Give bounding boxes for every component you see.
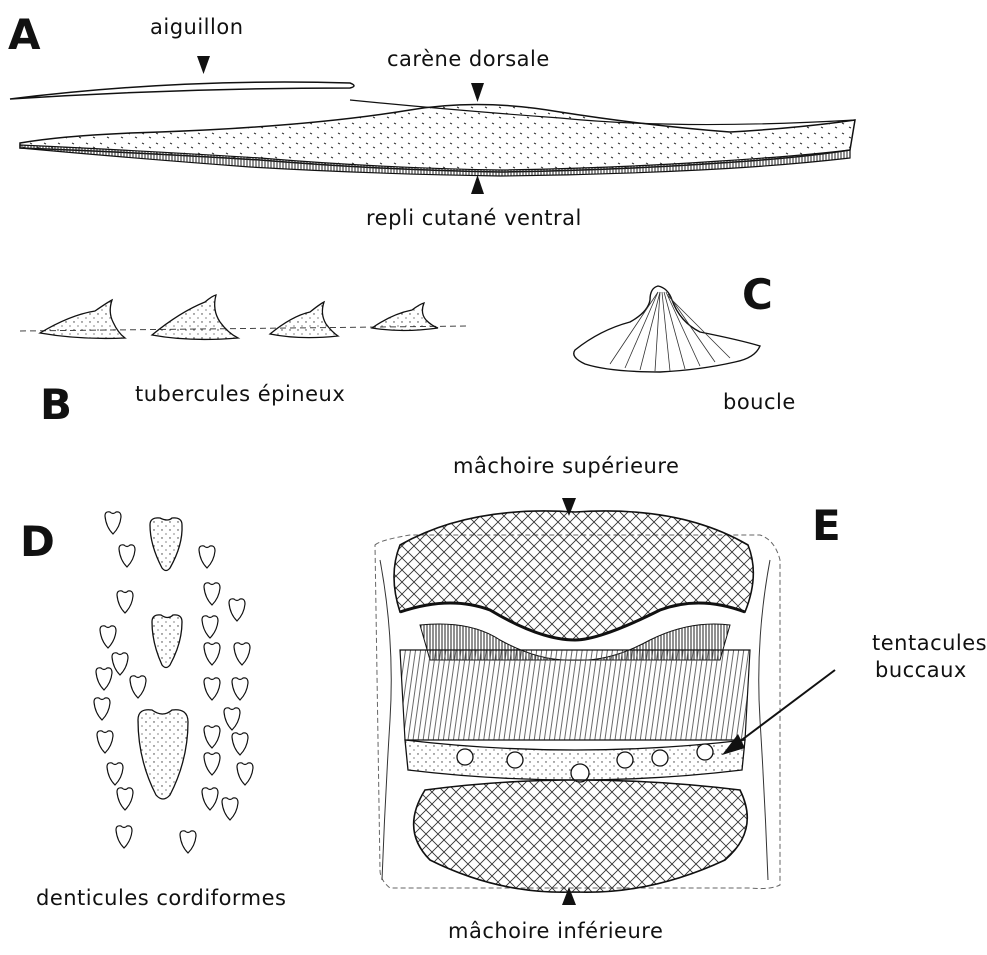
small-denticle — [232, 678, 248, 700]
label-buckle: boucle — [723, 392, 796, 413]
large-denticle-3 — [138, 710, 188, 799]
label-spine: aiguillon — [150, 17, 244, 38]
small-denticle — [204, 726, 220, 748]
small-denticle — [229, 599, 245, 621]
tubercle-3 — [270, 302, 338, 338]
spine-shape — [10, 82, 354, 99]
label-dorsal-keel: carène dorsale — [387, 49, 550, 70]
small-denticle — [180, 831, 196, 853]
label-heart-shaped-denticles: denticules cordiformes — [36, 888, 287, 909]
small-denticle — [130, 676, 146, 698]
small-denticle — [97, 731, 113, 753]
small-denticle — [117, 591, 133, 613]
small-denticle — [94, 698, 110, 720]
small-denticle — [204, 643, 220, 665]
small-denticle — [237, 763, 253, 785]
lower-jaw-shape — [414, 780, 748, 892]
label-oral-tentacles-line2: buccaux — [875, 660, 967, 681]
panel-label-b: B — [40, 384, 72, 426]
panel-label-d: D — [20, 521, 55, 563]
small-denticle — [100, 626, 116, 648]
label-spiny-tubercles: tubercules épineux — [135, 384, 345, 405]
small-denticle — [105, 512, 121, 534]
label-ventral-fold: repli cutané ventral — [366, 208, 582, 229]
panel-b-drawing — [20, 295, 470, 339]
small-denticle — [232, 733, 248, 755]
small-denticle — [202, 788, 218, 810]
dorsal-keel-arrow-marker — [471, 83, 484, 102]
large-denticle-1 — [150, 518, 182, 571]
small-denticle — [224, 708, 240, 730]
large-denticle-2 — [152, 615, 182, 668]
panel-label-e: E — [812, 505, 841, 547]
label-lower-jaw: mâchoire inférieure — [448, 921, 663, 942]
small-denticle — [202, 616, 218, 638]
small-denticle — [119, 545, 135, 567]
small-denticle — [117, 788, 133, 810]
small-denticle — [234, 643, 250, 665]
label-upper-jaw: mâchoire supérieure — [453, 456, 679, 477]
small-denticle — [204, 753, 220, 775]
tentacle-pointer-line — [735, 670, 835, 745]
spine-arrow-marker — [197, 56, 210, 74]
panel-c-drawing — [574, 286, 760, 372]
upper-jaw-shape — [394, 511, 753, 640]
small-denticles — [94, 512, 253, 853]
small-denticle — [222, 798, 238, 820]
small-denticle — [107, 763, 123, 785]
tubercle-1 — [40, 300, 125, 338]
panel-a-drawing — [10, 56, 855, 194]
buckle-shape — [574, 286, 760, 372]
tubercle-2 — [152, 295, 238, 339]
small-denticle — [96, 668, 112, 690]
panel-d-drawing — [138, 518, 188, 799]
small-denticle — [116, 826, 132, 848]
panel-label-c: C — [742, 274, 773, 316]
ventral-fold-arrow-marker — [471, 175, 484, 194]
panel-label-a: A — [8, 14, 41, 56]
small-denticle — [204, 583, 220, 605]
left-body-wall — [380, 560, 391, 880]
label-oral-tentacles-line1: tentacules — [872, 633, 987, 654]
tubercle-4 — [372, 303, 438, 331]
small-denticle — [199, 546, 215, 568]
panel-e-drawing — [375, 498, 835, 905]
small-denticle — [112, 653, 128, 675]
buccal-cavity — [400, 650, 750, 740]
small-denticle — [204, 678, 220, 700]
